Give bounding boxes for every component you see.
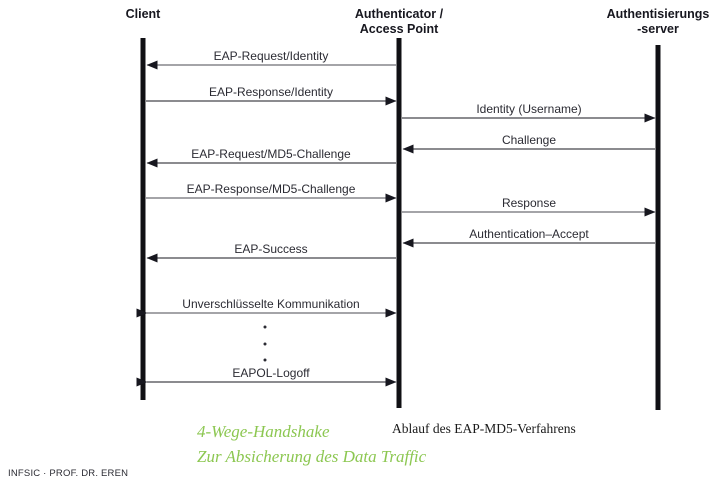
- message-label-eapol-logoff: EAPOL-Logoff: [232, 366, 310, 380]
- message-eap-request-identity: EAP-Request/Identity: [146, 49, 396, 70]
- message-label-identity-username: Identity (Username): [476, 102, 581, 116]
- caption-green-line1: 4-Wege-Handshake: [197, 422, 330, 441]
- actor-label-client: Client: [126, 7, 162, 21]
- message-unverschluesselte-kommunikation: Unverschlüsselte Kommunikation: [136, 297, 397, 318]
- message-label-challenge: Challenge: [502, 133, 556, 147]
- message-eapol-logoff: EAPOL-Logoff: [136, 366, 397, 387]
- actor-headers: Client Authenticator / Access Point Auth…: [126, 7, 710, 36]
- continuation-dot: [263, 325, 267, 329]
- footer: INFSIC · PROF. DR. EREN: [8, 468, 128, 479]
- message-response: Response: [402, 196, 656, 217]
- message-eap-success: EAP-Success: [146, 242, 396, 263]
- caption-diagram-title: Ablauf des EAP-MD5-Verfahrens: [392, 421, 576, 436]
- continuation-dot: [263, 358, 267, 362]
- message-identity-username: Identity (Username): [402, 102, 656, 123]
- continuation-dot: [263, 342, 267, 346]
- captions: 4-Wege-Handshake Zur Absicherung des Dat…: [197, 421, 576, 466]
- actor-label-auth-server-line2: -server: [637, 22, 679, 36]
- messages-authenticator-auth-server: Identity (Username) Challenge Response A…: [402, 102, 656, 248]
- message-label-eap-request-identity: EAP-Request/Identity: [214, 49, 329, 63]
- message-eap-request-md5-challenge: EAP-Request/MD5-Challenge: [146, 147, 396, 168]
- message-eap-response-identity: EAP-Response/Identity: [146, 85, 397, 106]
- message-label-unverschluesselte-kommunikation: Unverschlüsselte Kommunikation: [182, 297, 359, 311]
- messages-client-authenticator: EAP-Request/Identity EAP-Response/Identi…: [136, 49, 397, 387]
- caption-green-line2: Zur Absicherung des Data Traffic: [197, 447, 427, 466]
- lifelines: [140, 38, 661, 410]
- actor-label-authenticator-line1: Authenticator /: [355, 7, 444, 21]
- message-eap-response-md5-challenge: EAP-Response/MD5-Challenge: [146, 182, 397, 203]
- message-label-response: Response: [502, 196, 556, 210]
- message-label-eap-request-md5-challenge: EAP-Request/MD5-Challenge: [191, 147, 351, 161]
- message-challenge: Challenge: [402, 133, 655, 154]
- continuation-dots: [263, 325, 267, 362]
- message-label-eap-response-identity: EAP-Response/Identity: [209, 85, 333, 99]
- message-label-eap-success: EAP-Success: [234, 242, 307, 256]
- footer-label: INFSIC · PROF. DR. EREN: [8, 468, 128, 479]
- message-label-authentication-accept: Authentication–Accept: [469, 227, 589, 241]
- actor-label-authenticator-line2: Access Point: [360, 22, 439, 36]
- actor-label-auth-server-line1: Authentisierungs: [607, 7, 710, 21]
- message-label-eap-response-md5-challenge: EAP-Response/MD5-Challenge: [187, 182, 356, 196]
- message-authentication-accept: Authentication–Accept: [402, 227, 655, 248]
